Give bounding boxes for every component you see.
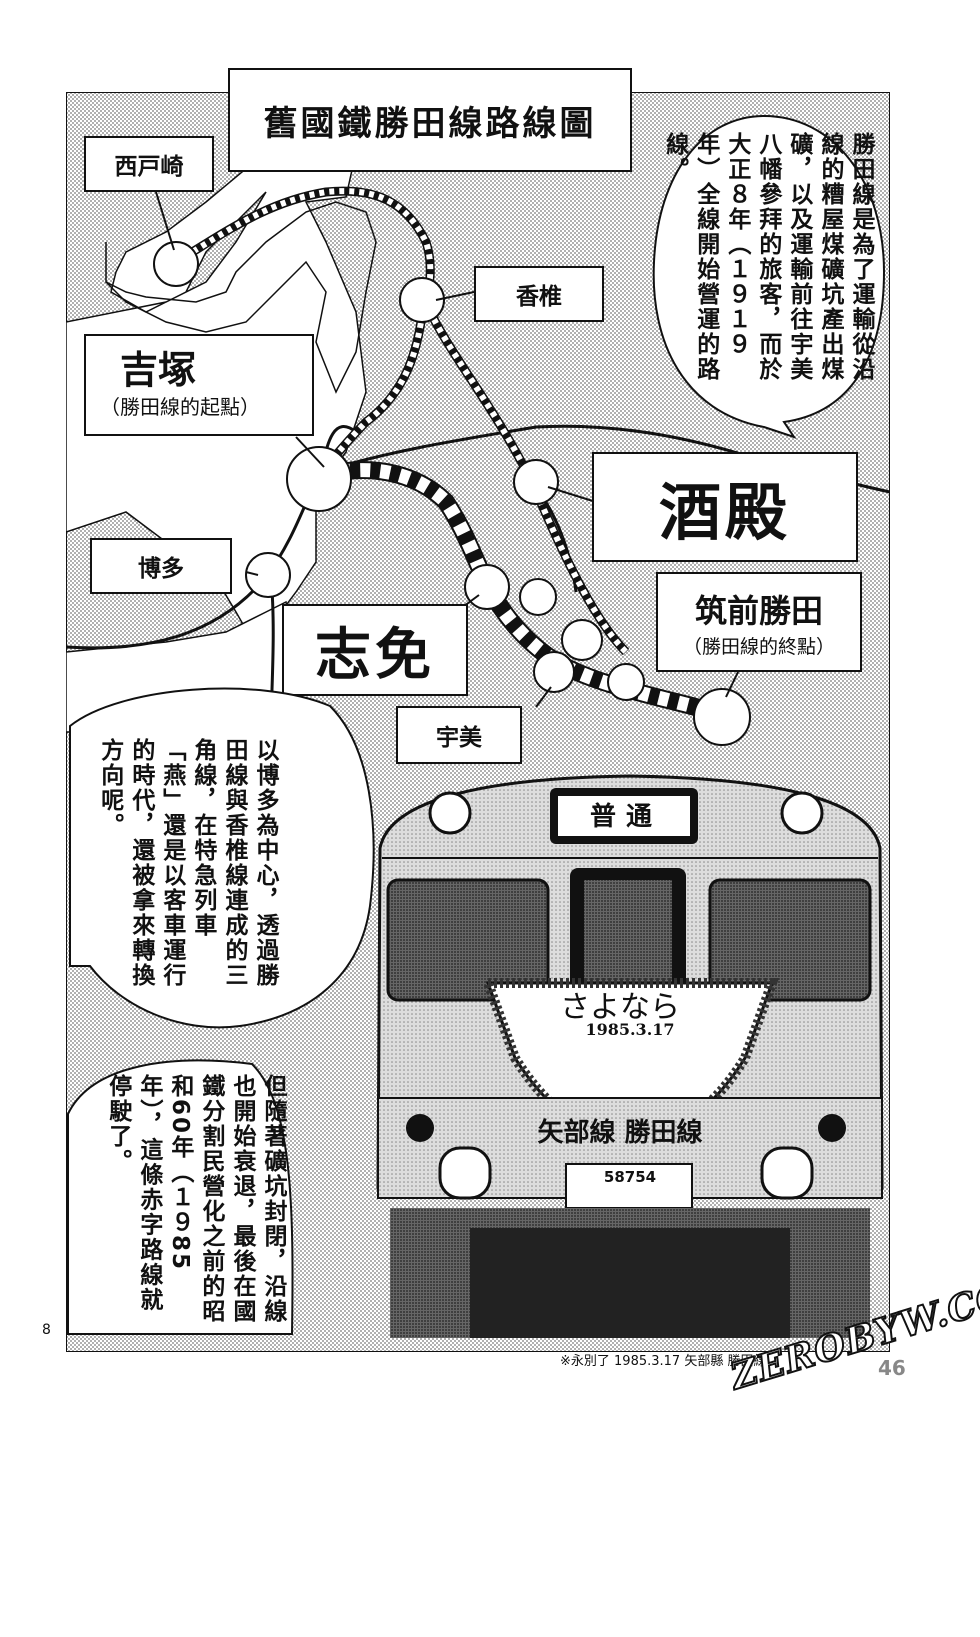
train-destination-sign: 普通 — [589, 802, 662, 832]
label-umi: 宇美 — [396, 706, 522, 764]
station-shime — [464, 564, 510, 610]
train-headboard-lines: 矢部線 勝田線 — [537, 1118, 703, 1148]
rail-line-main — [66, 425, 357, 650]
label-yoshizuka: 吉塚 — [120, 347, 197, 392]
bubble-top-right-text: 勝田線是為了運輸從沿線的糟屋煤礦坑產出煤礦，以及運輸前往宇美八幡參拜的旅客，而於… — [661, 132, 874, 382]
label-chikuzen-katsuta-note: （勝田線的終點） — [682, 635, 835, 658]
train-headboard-date: 1985.3.17 — [585, 1020, 675, 1039]
bubble-bottom-left-shape — [67, 1059, 294, 1335]
label-hakata: 博多 — [90, 538, 232, 594]
label-nishitozaki: 西戸崎 — [84, 136, 214, 192]
nishitozaki-spit — [105, 201, 377, 394]
train-number-plate: 58754 — [603, 1168, 657, 1186]
bubble-bottom-left-text: 但隨著礦坑封閉，沿線也開始衰退，最後在國鐵分割民營化之前的昭和60年（１９85年… — [104, 1074, 286, 1324]
label-shime: 志免 — [282, 604, 468, 696]
label-yoshizuka-box: 吉塚 （勝田線的起點） — [84, 334, 314, 436]
page-title: 舊國鐵勝田線路線圖 — [228, 68, 632, 172]
label-kashii: 香椎 — [474, 266, 604, 322]
station-mid-3 — [607, 663, 645, 701]
label-yoshizuka-note: （勝田線的起點） — [100, 395, 260, 420]
station-umi — [533, 651, 575, 693]
page-stamp: 46 — [878, 1356, 906, 1380]
station-mid-1 — [519, 578, 557, 616]
station-hakata — [245, 552, 291, 598]
page-number: 8 — [42, 1322, 51, 1338]
label-chikuzen-katsuta: 筑前勝田 — [694, 591, 823, 630]
bubble-middle-left-text: 以博多為中心，透過勝田線與香椎線連成的三角線，在特急列車「燕」還是以客車運行的時… — [96, 738, 278, 988]
station-mid-2 — [561, 619, 603, 661]
train-headboard-title: さよなら — [560, 990, 680, 1025]
bubble-middle-left-shape — [69, 687, 375, 1029]
label-sakado: 酒殿 — [592, 452, 858, 562]
station-sakado — [513, 459, 559, 505]
bubble-top-right-shape — [652, 114, 886, 439]
station-nishitozaki — [153, 241, 199, 287]
station-chikuzen-katsuta — [693, 688, 751, 746]
station-yoshizuka — [286, 446, 352, 512]
leader-lines — [155, 191, 739, 708]
train-illustration — [376, 774, 884, 1338]
photo-caption: ※永別了 1985.3.17 矢部縣 勝田線 — [560, 1354, 767, 1369]
label-chikuzen-katsuta-box: 筑前勝田 （勝田線的終點） — [656, 572, 862, 672]
station-kashii — [399, 277, 445, 323]
